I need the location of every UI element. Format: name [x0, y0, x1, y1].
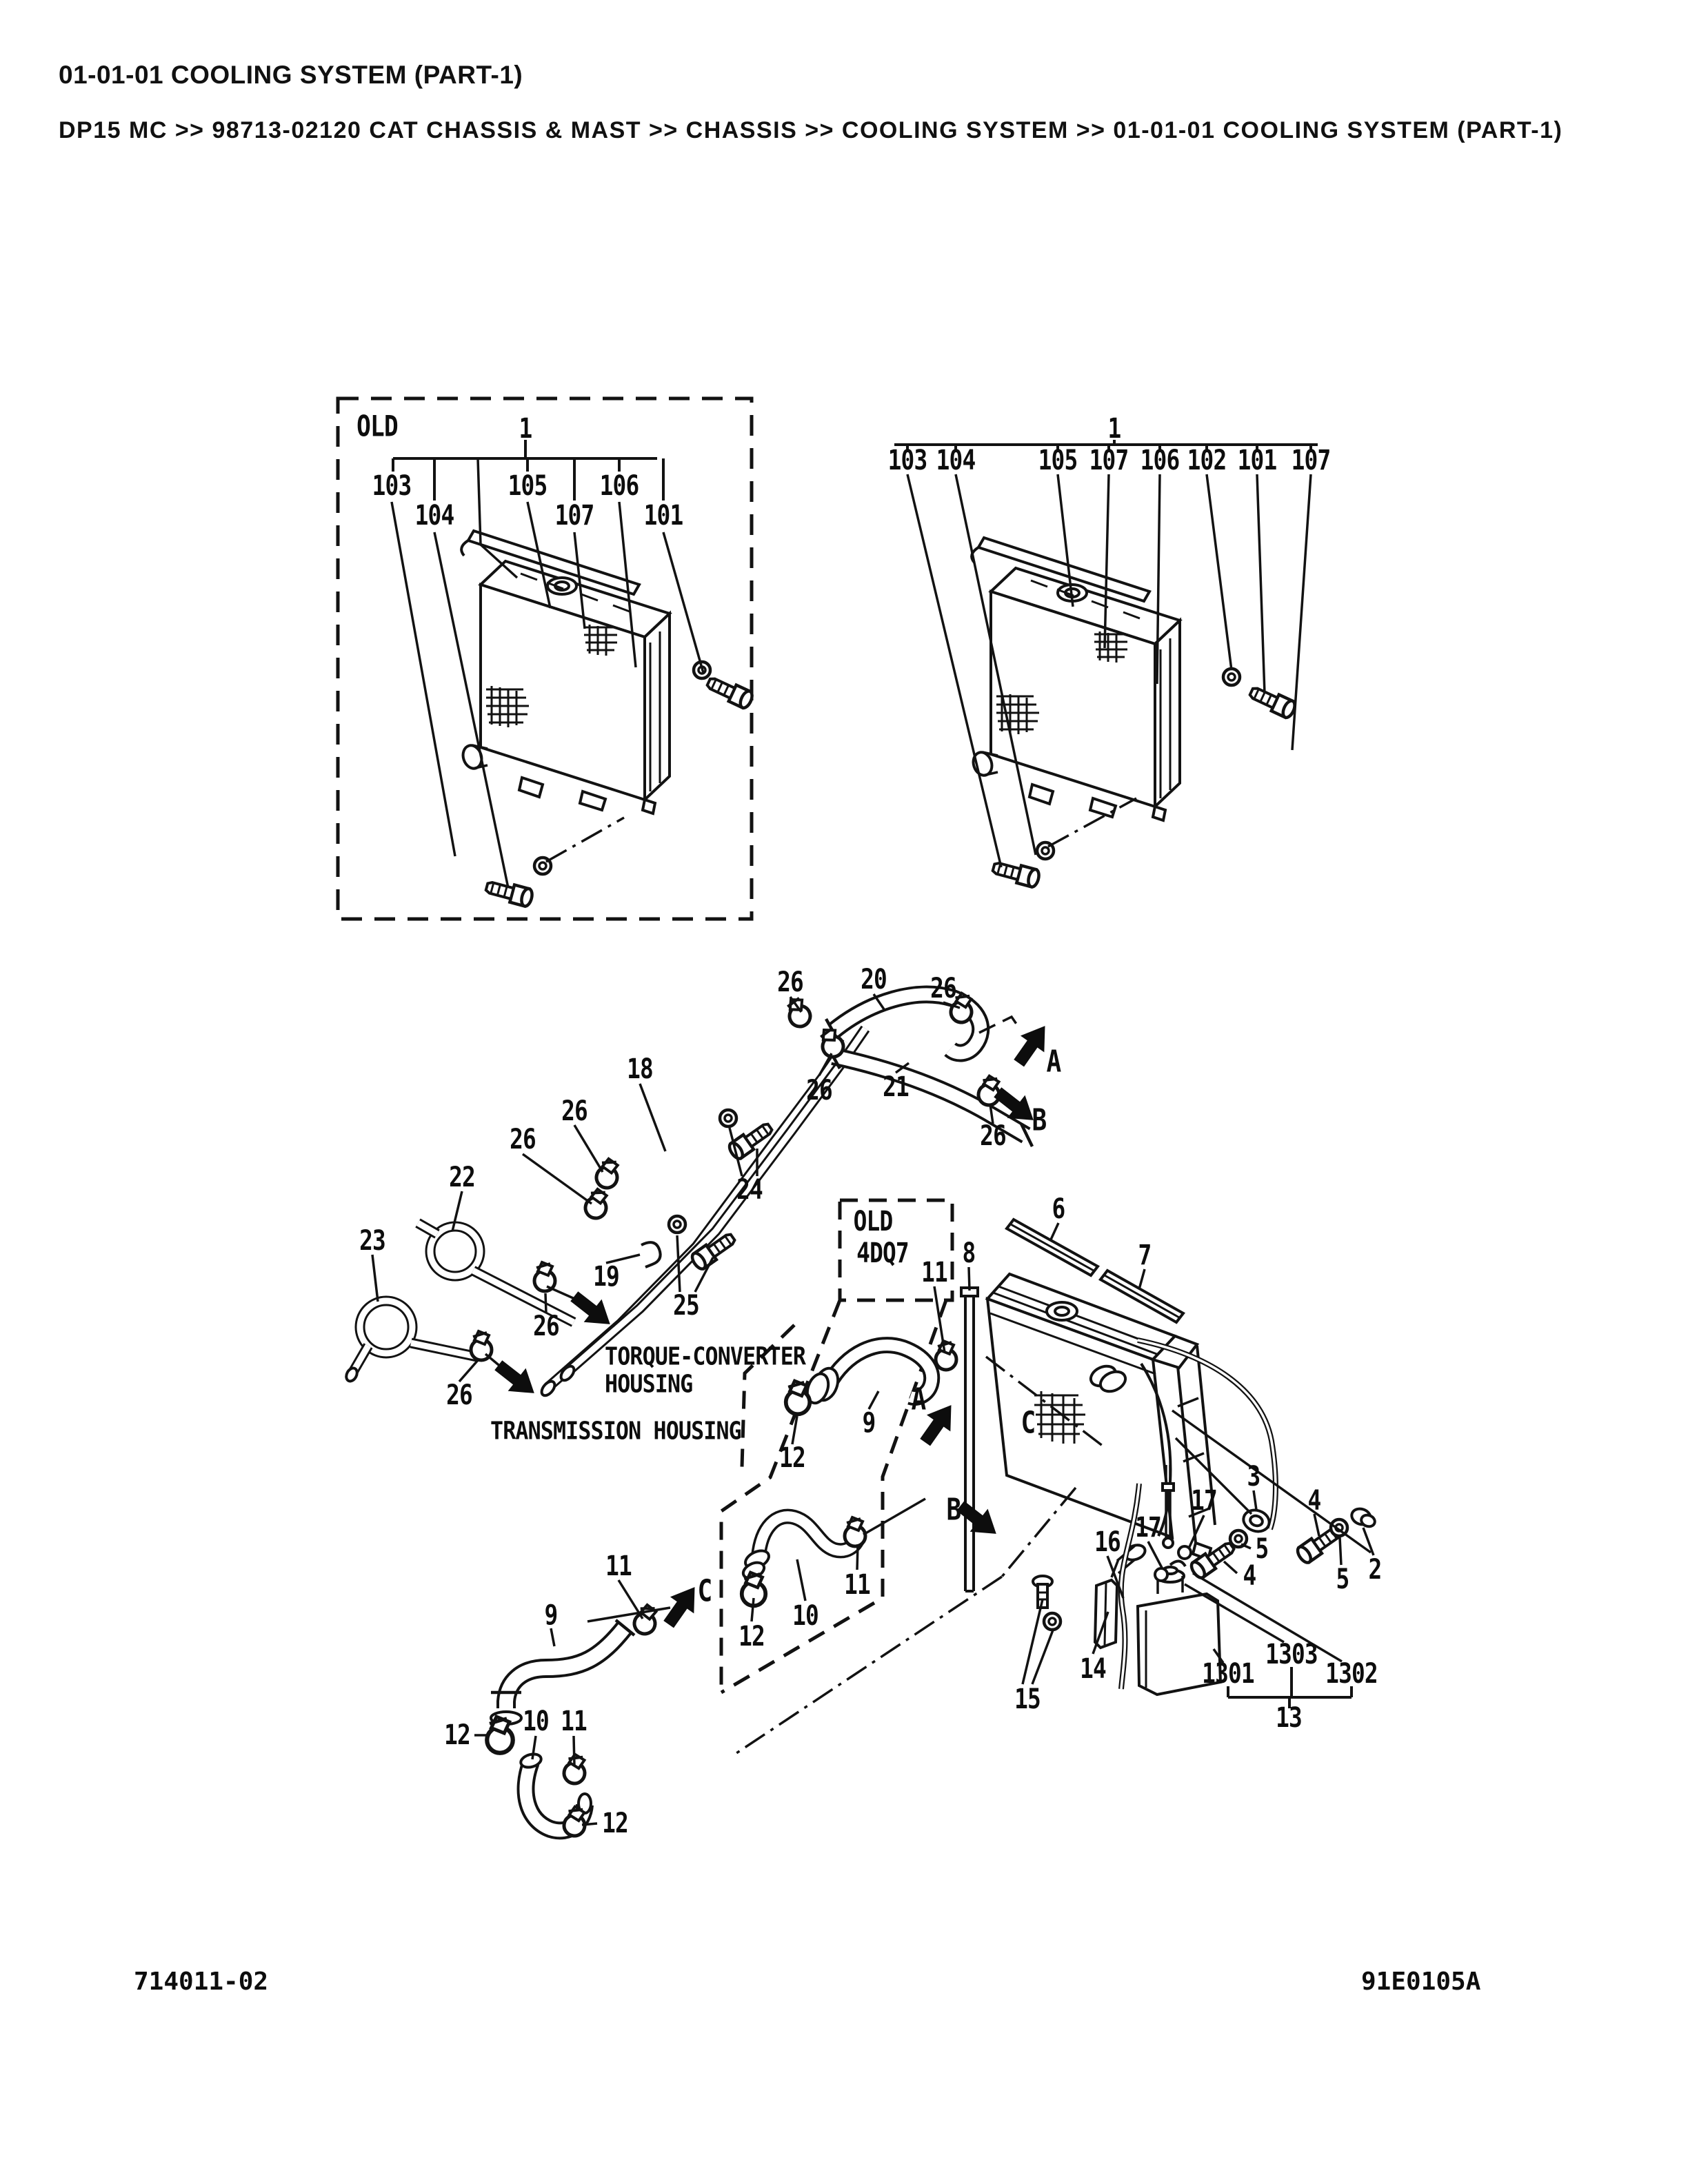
part-label-6: 6: [1052, 1193, 1066, 1225]
part-label-20: 20: [861, 964, 887, 995]
housing-label: TORQUE-CONVERTER: [605, 1342, 806, 1371]
part-label-9: 9: [862, 1407, 876, 1439]
part-label-104: 104: [414, 500, 455, 532]
part-label-11: 11: [921, 1257, 948, 1288]
part-label-15: 15: [1014, 1684, 1041, 1715]
part-label-23: 23: [359, 1225, 386, 1257]
part-label-10: 10: [523, 1706, 550, 1737]
part-label-102: 102: [1187, 445, 1227, 476]
radiator-assembly: [960, 1217, 1278, 1593]
part-label-107: 107: [554, 500, 595, 532]
part-label-4: 4: [1243, 1560, 1257, 1592]
part-label-A: A: [911, 1382, 927, 1417]
part-label-4DQ7: 4DQ7: [856, 1237, 910, 1269]
part-label-101: 101: [643, 500, 684, 532]
part-label-11: 11: [561, 1706, 587, 1737]
part-label-9: 9: [544, 1599, 559, 1631]
part-label-26: 26: [561, 1095, 588, 1127]
old-4dq7-region: [719, 1198, 954, 1695]
part-label-2: 2: [1368, 1554, 1383, 1586]
part-label-5: 5: [1336, 1564, 1350, 1595]
part-label-16: 16: [1094, 1526, 1121, 1558]
part-label-22: 22: [449, 1162, 476, 1193]
part-label-21: 21: [883, 1071, 910, 1103]
part-label-8: 8: [962, 1237, 976, 1269]
part-label-26: 26: [930, 973, 957, 1004]
old-version-box: [336, 396, 754, 921]
part-label-11: 11: [844, 1569, 871, 1601]
part-label-26: 26: [533, 1311, 560, 1342]
part-label-26: 26: [446, 1379, 473, 1411]
part-label-12: 12: [602, 1808, 629, 1839]
lower-hose-10: [516, 1735, 598, 1840]
part-label-OLD: OLD: [356, 409, 399, 443]
part-label-103: 103: [372, 470, 412, 502]
part-label-105: 105: [1038, 445, 1078, 476]
part-label-12: 12: [779, 1442, 806, 1474]
part-label-A: A: [1046, 1044, 1062, 1080]
part-label-4: 4: [1307, 1485, 1322, 1517]
part-label-24: 24: [736, 1174, 763, 1206]
part-label-12: 12: [738, 1621, 765, 1652]
part-label-C: C: [697, 1573, 713, 1609]
housing-label: TRANSMISSION HOUSING: [490, 1417, 742, 1446]
part-label-1: 1: [519, 413, 533, 445]
part-label-107: 107: [1291, 445, 1332, 476]
part-label-106: 106: [1140, 445, 1180, 476]
part-label-14: 14: [1080, 1653, 1107, 1685]
part-label-26: 26: [980, 1120, 1007, 1152]
page-title: 01-01-01 COOLING SYSTEM (PART-1): [59, 61, 523, 89]
figure-code: 91E0105A: [1361, 1968, 1481, 1996]
part-label-107: 107: [1089, 445, 1129, 476]
part-label-19: 19: [593, 1261, 620, 1293]
breadcrumb[interactable]: DP15 MC >> 98713-02120 CAT CHASSIS & MAS…: [59, 117, 1563, 143]
part-label-101: 101: [1237, 445, 1278, 476]
part-label-B: B: [1032, 1102, 1047, 1138]
part-label-104: 104: [936, 445, 976, 476]
part-label-11: 11: [605, 1550, 632, 1582]
old-hose-10: [741, 1497, 926, 1622]
lower-hose-9: [474, 1577, 708, 1753]
part-label-12: 12: [444, 1719, 471, 1751]
part-label-17: 17: [1135, 1512, 1162, 1544]
part-label-1302: 1302: [1325, 1658, 1378, 1690]
part-label-1303: 1303: [1265, 1639, 1318, 1670]
part-label-105: 105: [508, 470, 548, 502]
part-label-26: 26: [806, 1075, 833, 1106]
part-label-17: 17: [1191, 1485, 1218, 1517]
part-label-106: 106: [599, 470, 640, 502]
part-label-26: 26: [777, 967, 804, 998]
part-label-OLD: OLD: [853, 1206, 894, 1237]
part-label-C: C: [1021, 1405, 1036, 1441]
part-label-7: 7: [1138, 1240, 1152, 1271]
part-label-26: 26: [510, 1124, 536, 1155]
part-label-10: 10: [792, 1600, 819, 1632]
part-label-103: 103: [887, 445, 928, 476]
housing-label: HOUSING: [605, 1370, 693, 1399]
part-label-18: 18: [627, 1053, 654, 1085]
part-label-1301: 1301: [1202, 1658, 1255, 1690]
part-label-13: 13: [1276, 1702, 1303, 1734]
mid-leaders: [371, 993, 994, 1406]
old-hose-9: [786, 1286, 1081, 1453]
drawing-number: 714011-02: [134, 1968, 269, 1996]
part-label-B: B: [946, 1492, 962, 1528]
new-version-radiator: [894, 440, 1318, 888]
part-label-3: 3: [1247, 1461, 1261, 1493]
part-label-1: 1: [1107, 413, 1122, 445]
reservoir-and-fittings: [734, 1409, 1376, 1756]
part-label-25: 25: [673, 1290, 700, 1322]
water-pipes: [345, 1025, 870, 1397]
part-label-5: 5: [1255, 1533, 1269, 1565]
